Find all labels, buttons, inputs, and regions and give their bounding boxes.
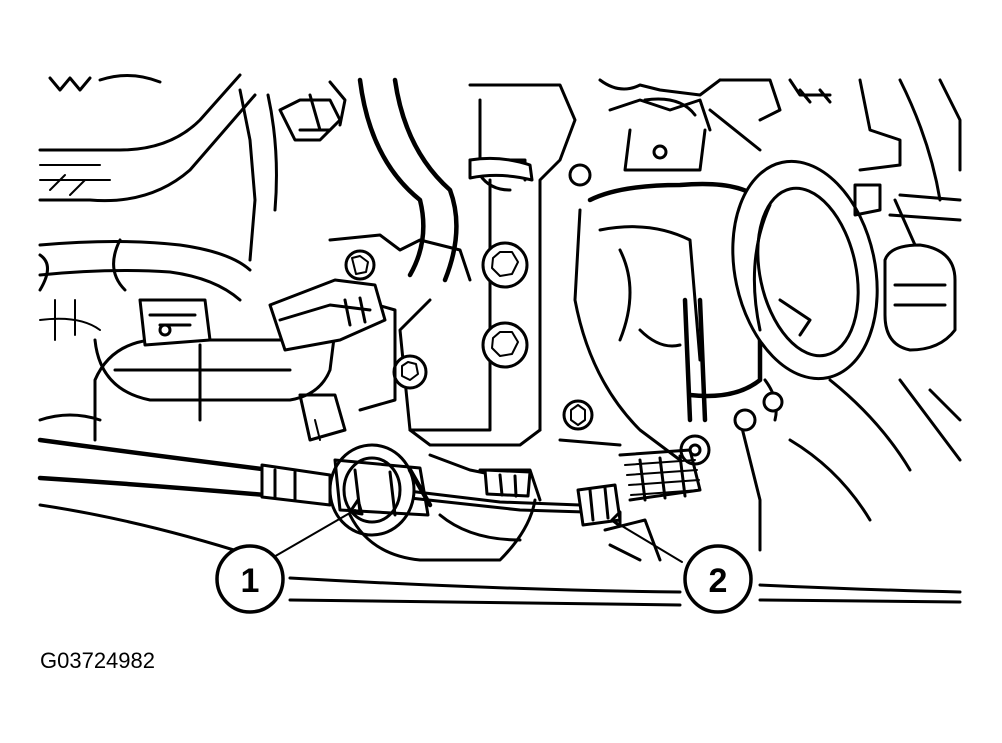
callout-badge-1: 1	[215, 544, 285, 614]
lower-frame-lines	[38, 503, 962, 607]
callout-1-label: 1	[241, 562, 260, 600]
engine-castings	[38, 73, 962, 552]
cable-assembly	[37, 437, 662, 562]
leader-line-2	[611, 519, 683, 563]
callout-leaders	[271, 498, 683, 563]
figure-code: G03724982	[40, 648, 155, 673]
leader-line-1	[271, 509, 356, 559]
callout-2-label: 2	[709, 562, 728, 600]
callout-badge-2: 2	[683, 544, 753, 614]
